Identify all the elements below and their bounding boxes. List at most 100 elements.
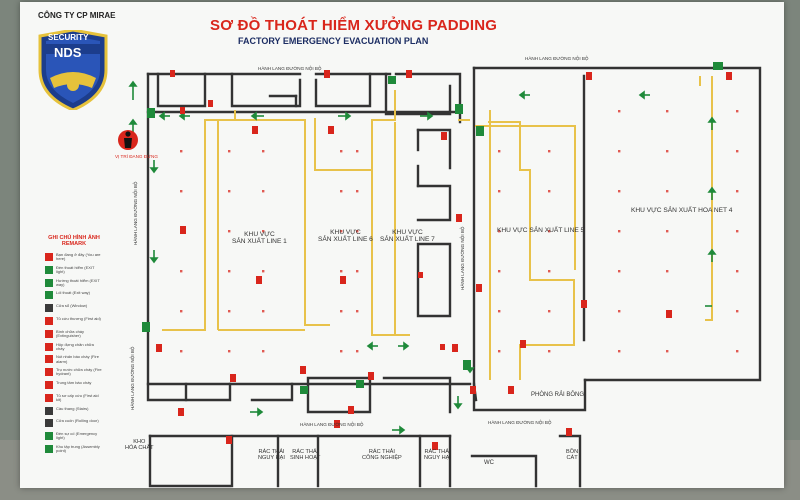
column-mark <box>666 150 669 153</box>
legend-item: Bình chữa cháy (Extinguisher) <box>45 329 105 341</box>
column-mark <box>736 230 739 233</box>
legend-swatch-icon <box>45 432 53 441</box>
zone-line-7: KHU VỰC SẢN XUẤT LINE 7 <box>380 229 435 243</box>
column-mark <box>262 270 265 273</box>
legend-item-label: Bạn đang ở đây (You are here) <box>56 252 101 262</box>
you-are-here-marker <box>118 130 138 150</box>
column-mark <box>180 150 183 153</box>
legend-item-label: Lối thoát (Exit way) <box>56 290 91 296</box>
column-mark <box>356 150 359 153</box>
column-mark <box>548 190 551 193</box>
column-mark <box>666 350 669 353</box>
column-mark <box>736 190 739 193</box>
column-mark <box>180 230 183 233</box>
column-mark <box>262 230 265 233</box>
column-mark <box>262 310 265 313</box>
legend-swatch-icon <box>45 368 53 377</box>
legend-swatch-icon <box>45 265 53 274</box>
column-mark <box>228 310 231 313</box>
zone-rac-thai-nguy-hai-2: RÁC THẢI NGUY HẠI <box>424 449 451 461</box>
legend-swatch-icon <box>45 393 53 402</box>
legend-swatch-icon <box>45 381 53 389</box>
company-name: CÔNG TY CP MIRAE <box>38 11 116 20</box>
legend-item-label: Tủ sơ cấp cứu (First aid kit) <box>56 392 99 402</box>
column-mark <box>548 150 551 153</box>
column-mark <box>228 190 231 193</box>
legend-item-label: Đèn sự cố (Emergency light) <box>56 431 98 441</box>
column-mark <box>498 350 501 353</box>
column-mark <box>666 270 669 273</box>
legend-swatch-icon <box>45 355 53 364</box>
legend-item: Trụ nước chữa cháy (Fire hydrant) <box>45 367 105 379</box>
legend-item-label: Bình chữa cháy (Extinguisher) <box>56 328 85 338</box>
legend-item-label: Đèn thoát hiểm (EXIT light) <box>56 264 95 274</box>
legend-item-label: Khu tập trung (Assembly point) <box>56 444 100 454</box>
route-line1 <box>162 110 236 331</box>
column-mark <box>340 270 343 273</box>
column-mark <box>666 110 669 113</box>
legend-swatch-icon <box>45 419 53 428</box>
logo-brand-text: NDS <box>54 45 82 60</box>
building-wall-line5-west <box>472 66 478 402</box>
column-mark <box>262 190 265 193</box>
column-mark <box>666 310 669 313</box>
legend-item: Bạn đang ở đây (You are here) <box>45 252 105 264</box>
zone-wc: WC <box>484 460 494 466</box>
column-mark <box>618 230 621 233</box>
column-mark <box>180 350 183 353</box>
legend-item-label: Nút nhấn báo cháy (Fire alarm) <box>56 354 99 364</box>
legend-item-label: Trụ nước chữa cháy (Fire hydrant) <box>56 367 102 377</box>
exit-signs <box>142 62 723 394</box>
column-mark <box>736 110 739 113</box>
evacuation-routes <box>162 76 713 380</box>
legend-item: Đèn sự cố (Emergency light) <box>45 431 105 443</box>
legend-swatch-icon <box>45 342 53 351</box>
column-mark <box>666 230 669 233</box>
corridor-top-2: HÀNH LANG ĐƯỜNG NỘI BỘ <box>525 55 589 61</box>
column-mark <box>180 270 183 273</box>
column-mark <box>498 310 501 313</box>
column-mark <box>618 110 621 113</box>
legend-swatch-icon <box>45 445 53 453</box>
legend-item: Cửa sổ (Window) <box>45 303 105 315</box>
legend-item-label: Cửa sổ (Window) <box>56 303 88 309</box>
logo-security-text: SECURITY <box>48 33 89 42</box>
legend-swatch-icon <box>45 253 53 261</box>
zone-rac-thai-nguy-hai: RÁC THẢI NGUY HẠI <box>258 449 285 461</box>
column-mark <box>228 230 231 233</box>
legend-item-label: Hướng thoát hiểm (EXIT way) <box>56 277 100 287</box>
legend-item: Đèn thoát hiểm (EXIT light) <box>45 265 105 277</box>
corridor-mid: HÀNH LANG ĐƯỜNG NỘI BỘ <box>459 226 465 290</box>
legend-item: Lối thoát (Exit way) <box>45 290 105 302</box>
column-mark <box>736 310 739 313</box>
column-mark <box>340 230 343 233</box>
corridor-left-2: HÀNH LANG ĐƯỜNG NỘI BỘ <box>129 346 135 410</box>
zone-rac-thai-sinh-hoat: RÁC THẢI SINH HOẠT <box>290 449 321 461</box>
legend-swatch-icon <box>45 406 53 415</box>
zone-kho-hoa-chat: KHO HÓA CHẤT <box>125 439 154 451</box>
legend-title: GHI CHÚ HÌNH ẢNH REMARK <box>48 235 100 247</box>
legend-item: Nút nhấn báo cháy (Fire alarm) <box>45 354 105 366</box>
column-mark <box>262 150 265 153</box>
zone-bon-cat: BỒN CÁT <box>566 449 579 461</box>
column-mark <box>736 270 739 273</box>
legend-swatch-icon <box>45 278 53 287</box>
column-mark <box>548 270 551 273</box>
security-shield-logo <box>38 30 108 110</box>
column-mark <box>356 190 359 193</box>
legend-swatch-icon <box>45 329 53 338</box>
column-mark <box>736 350 739 353</box>
exit-arrows <box>128 80 717 435</box>
column-mark <box>356 350 359 353</box>
column-mark <box>180 310 183 313</box>
column-mark <box>228 350 231 353</box>
zone-line-5: KHU VỰC SẢN XUẤT LINE 5 <box>497 227 585 234</box>
legend-swatch-icon <box>45 304 53 313</box>
legend-item: Tủ cứu thương (First aid) <box>45 316 105 328</box>
column-mark <box>618 270 621 273</box>
column-mark <box>498 230 501 233</box>
column-mark <box>498 190 501 193</box>
column-mark <box>618 190 621 193</box>
column-mark <box>548 310 551 313</box>
